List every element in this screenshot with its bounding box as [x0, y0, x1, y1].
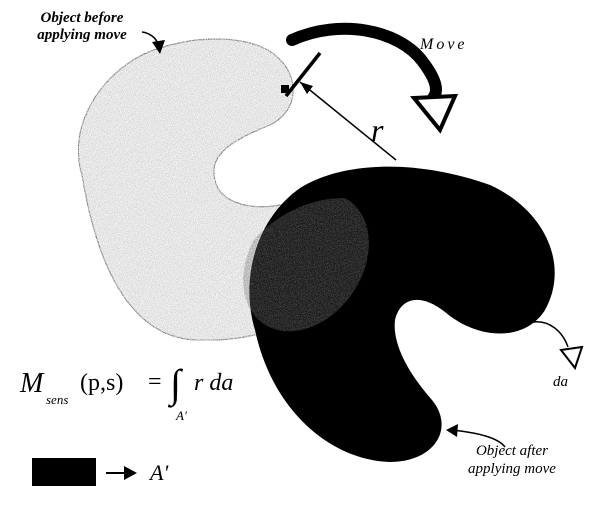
legend-label: A'	[150, 460, 169, 485]
r-arrow-line	[299, 81, 397, 161]
label-move: Move	[420, 36, 468, 53]
point-marker	[281, 85, 289, 93]
formula-integral-subscript: A'	[176, 408, 187, 423]
formula-equals: =	[148, 369, 162, 395]
label-object-after-line1: Object after	[475, 443, 549, 459]
label-object-before-line1: Object before	[40, 10, 124, 26]
after-leader-arrowhead	[446, 424, 458, 437]
da-arrow-line	[532, 321, 569, 348]
formula-integral-sign: ∫	[170, 361, 181, 406]
legend-swatch	[32, 458, 96, 486]
label-object-before-line2: applying move	[37, 27, 127, 43]
move-arrowhead	[409, 93, 459, 134]
overlap-region	[243, 192, 369, 332]
formula-lhs-subscript: sens	[46, 392, 69, 407]
label-object-after: Object after applying move	[450, 442, 574, 478]
da-arrowhead	[559, 345, 584, 371]
formula-lhs: M	[20, 368, 44, 399]
r-arrowhead	[300, 82, 313, 94]
move-arrow-shaft	[286, 22, 442, 104]
label-da: da	[553, 374, 568, 390]
formula-integrand: r da	[194, 370, 234, 396]
after-leader-line	[451, 429, 506, 448]
formula-args: (p,s)	[80, 370, 124, 396]
da-tick-before	[284, 51, 322, 98]
label-object-before: Object before applying move	[18, 10, 146, 44]
label-r: r	[371, 112, 384, 148]
label-object-after-line2: applying move	[468, 461, 556, 477]
legend-arrowhead	[124, 466, 137, 480]
da-tick-after	[521, 290, 553, 324]
before-leader-arrowhead	[152, 40, 165, 54]
